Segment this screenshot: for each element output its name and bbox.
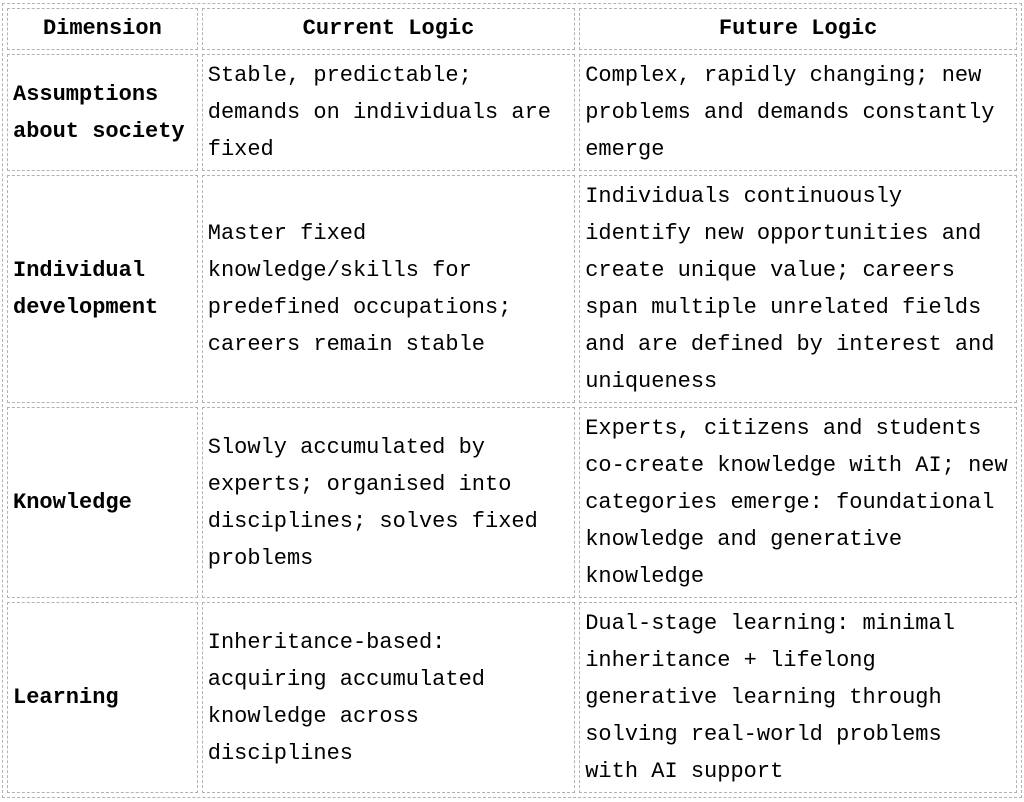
current-logic-cell: Slowly accumulated by experts; organised… <box>201 407 576 598</box>
current-logic-cell: Stable, predictable; demands on individu… <box>201 54 576 171</box>
future-logic-cell: Complex, rapidly changing; new problems … <box>579 54 1017 171</box>
future-logic-cell: Individuals continuously identify new op… <box>579 175 1017 403</box>
header-cell-future-logic: Future Logic <box>579 8 1017 50</box>
table-row-assumptions-about-society: Assumptions about society Stable, predic… <box>7 54 1017 171</box>
row-label-cell: Learning <box>7 602 198 793</box>
table-row-knowledge: Knowledge Slowly accumulated by experts;… <box>7 407 1017 598</box>
header-cell-dimension: Dimension <box>7 8 198 50</box>
table-row-learning: Learning Inheritance-based: acquiring ac… <box>7 602 1017 793</box>
future-logic-cell: Dual-stage learning: minimal inheritance… <box>579 602 1017 793</box>
future-logic-cell: Experts, citizens and students co-create… <box>579 407 1017 598</box>
current-logic-cell: Inheritance-based: acquiring accumulated… <box>201 602 576 793</box>
header-cell-current-logic: Current Logic <box>201 8 576 50</box>
row-label-cell: Knowledge <box>7 407 198 598</box>
row-label-cell: Assumptions about society <box>7 54 198 171</box>
table-row-individual-development: Individual development Master fixed know… <box>7 175 1017 403</box>
table-header-row: Dimension Current Logic Future Logic <box>7 8 1017 50</box>
comparison-table: Dimension Current Logic Future Logic Ass… <box>2 3 1022 798</box>
row-label-cell: Individual development <box>7 175 198 403</box>
current-logic-cell: Master fixed knowledge/skills for predef… <box>201 175 576 403</box>
